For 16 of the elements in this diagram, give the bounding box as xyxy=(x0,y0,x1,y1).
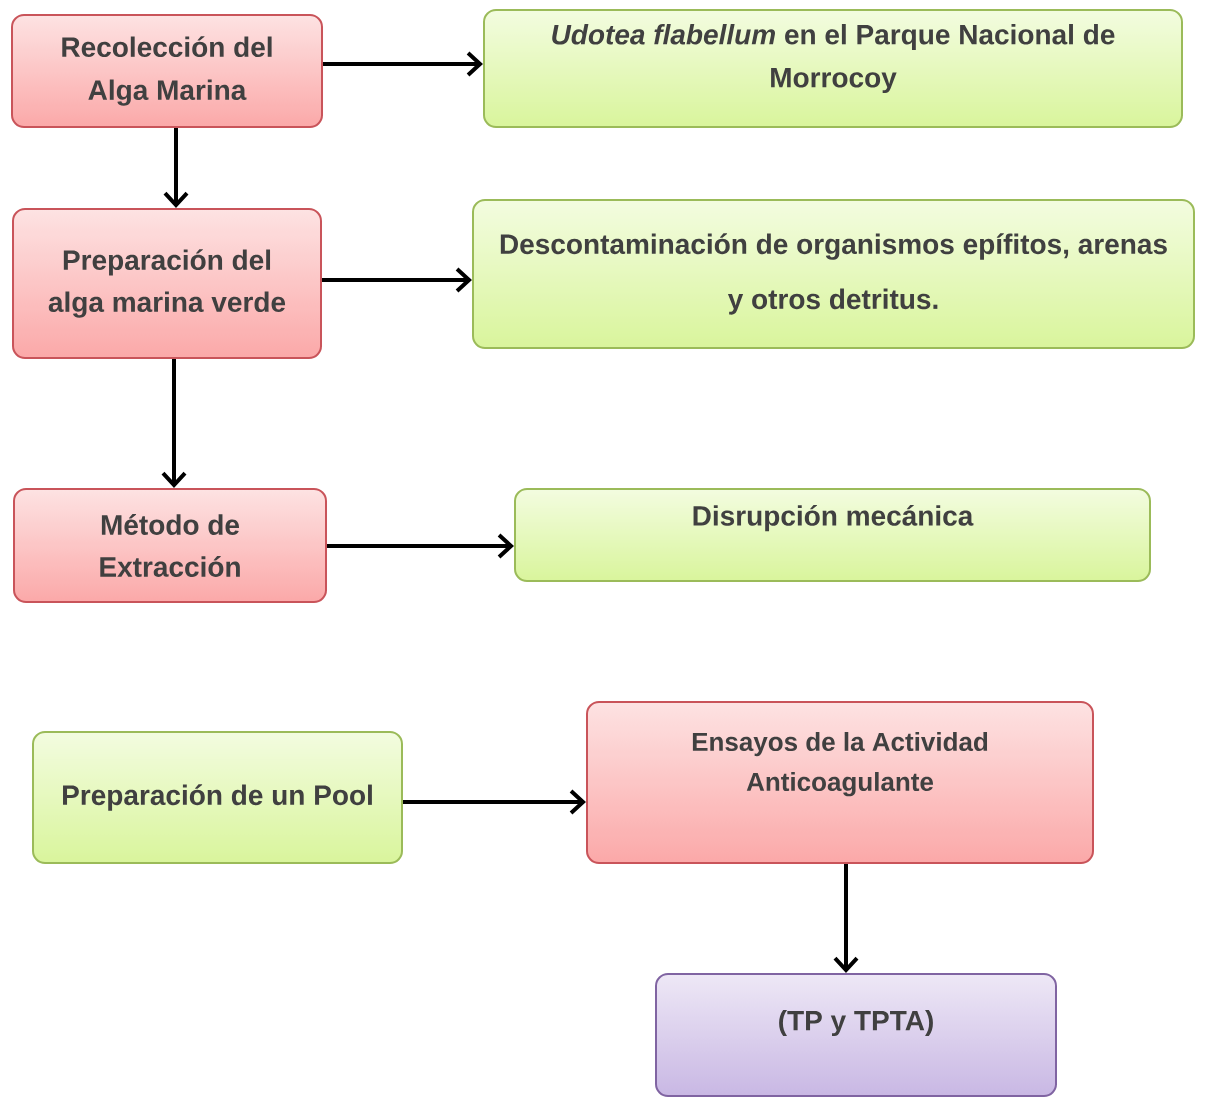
process-box: Preparación del alga marina verde xyxy=(12,208,322,359)
arrow xyxy=(161,359,187,488)
arrow xyxy=(163,128,189,208)
arrow xyxy=(327,533,514,559)
process-box: Método de Extracción xyxy=(13,488,327,603)
process-box: Ensayos de la Actividad Anticoagulante xyxy=(586,701,1094,864)
process-box: Preparación de un Pool xyxy=(32,731,403,864)
process-box: Recolección del Alga Marina xyxy=(11,14,323,128)
process-box: Udotea flabellum en el Parque Nacional de Morrocoy xyxy=(483,9,1183,128)
process-box: Descontaminación de organismos epífitos, arenas y otros detritus. xyxy=(472,199,1195,349)
arrow xyxy=(403,789,586,815)
process-box: (TP y TPTA) xyxy=(655,973,1057,1097)
arrow xyxy=(322,267,472,293)
process-box: Disrupción mecánica xyxy=(514,488,1151,582)
arrow xyxy=(833,864,859,973)
arrow xyxy=(323,51,483,77)
